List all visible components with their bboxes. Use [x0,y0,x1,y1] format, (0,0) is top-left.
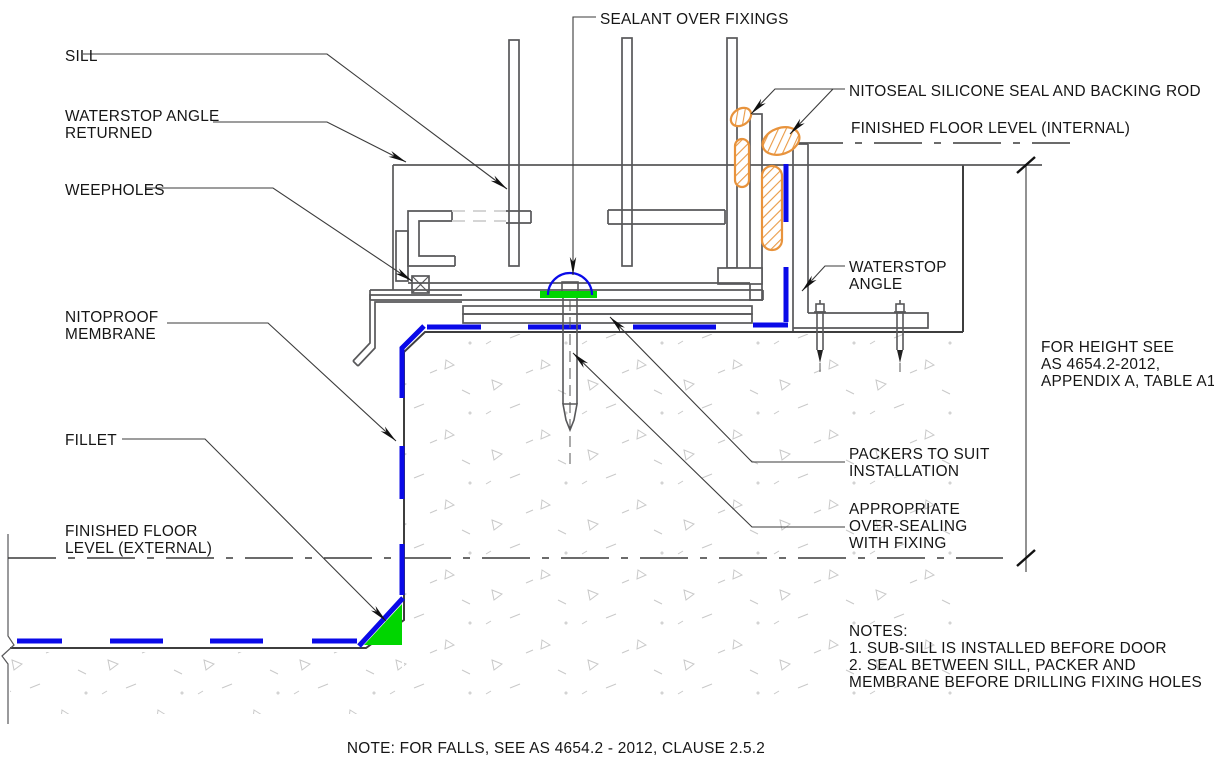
label-nitoproof-1: NITOPROOF [65,309,158,326]
notes-heading: NOTES: [849,623,908,640]
concrete-hatch-external [10,652,402,714]
leader-waterstop-returned [213,121,407,163]
label-height-ref-2: AS 4654.2-2012, [1041,356,1160,373]
notes-line-3: MEMBRANE BEFORE DRILLING FIXING HOLES [849,674,1202,691]
label-packers-1: PACKERS TO SUIT [849,446,990,463]
label-waterstop-returned-1: WATERSTOP ANGLE [65,108,220,125]
door-track-1 [508,39,520,267]
label-packers-2: INSTALLATION [849,463,959,480]
label-ffl-external-1: FINISHED FLOOR [65,523,198,540]
notes-line-1: 1. SUB-SILL IS INSTALLED BEFORE DOOR [849,640,1167,657]
label-height-ref-3: APPENDIX A, TABLE A1 [1041,373,1214,390]
fillet-triangle [364,604,402,645]
sill-flashing [352,294,462,367]
label-nitoproof-2: MEMBRANE [65,326,156,343]
label-sealant-over-fixings: SEALANT OVER FIXINGS [600,11,789,28]
fixing-seal-green [540,291,597,298]
waterstop-angle-returned [395,210,506,282]
leader-waterstop-angle [801,265,845,292]
label-ffl-internal: FINISHED FLOOR LEVEL (INTERNAL) [851,120,1130,137]
leader-nitoseal-1 [750,88,845,115]
label-oversealing-1: APPROPRIATE [849,501,960,518]
label-height-ref-1: FOR HEIGHT SEE [1041,339,1174,356]
label-ffl-external-2: LEVEL (EXTERNAL) [65,540,212,557]
angle-fixing-anchor-2 [894,300,906,372]
nitoproof-membrane [17,164,789,648]
leader-sill [83,53,508,190]
weephole-box [411,275,430,294]
sub-sill-assembly [369,37,1042,301]
nitoseal-silicone-seal [729,106,801,252]
leader-oversealing [572,352,845,528]
label-weepholes: WEEPHOLES [65,182,165,199]
label-nitoseal: NITOSEAL SILICONE SEAL AND BACKING ROD [849,83,1201,100]
leader-packers [609,316,845,463]
label-sill: SILL [65,48,98,65]
packers [462,305,753,324]
label-waterstop-angle-2: ANGLE [849,276,902,293]
waterstop-angle-internal [792,143,929,331]
notes-line-2: 2. SEAL BETWEEN SILL, PACKER AND [849,657,1136,674]
label-fillet: FILLET [65,432,117,449]
labels: SILL WATERSTOP ANGLE RETURNED WEEPHOLES … [65,11,1214,557]
label-waterstop-returned-2: RETURNED [65,125,153,142]
concrete-hatch-internal [404,334,960,708]
sill-base-plate [369,289,764,301]
label-oversealing-2: OVER-SEALING [849,518,967,535]
leader-nitoseal-2 [789,88,834,135]
track1-cross-arm [506,210,532,224]
leader-sealant-over-fixings [569,16,596,275]
door-track-2 [621,37,633,267]
break-line [1,534,15,724]
label-oversealing-3: WITH FIXING [849,535,947,552]
angle-fixing-anchor-1 [814,300,826,372]
leader-nitoproof [167,322,397,442]
height-dimension [1016,156,1036,572]
notes-block: NOTES: 1. SUB-SILL IS INSTALLED BEFORE D… [849,623,1202,691]
track2-cross-arm [607,209,726,225]
label-waterstop-angle-1: WATERSTOP [849,259,947,276]
footnote: NOTE: FOR FALLS, SEE AS 4654.2 - 2012, C… [347,740,765,757]
leader-fillet [122,438,387,622]
track-foot-plate [717,267,763,285]
leader-lines [83,16,845,622]
leader-weepholes [146,187,413,282]
